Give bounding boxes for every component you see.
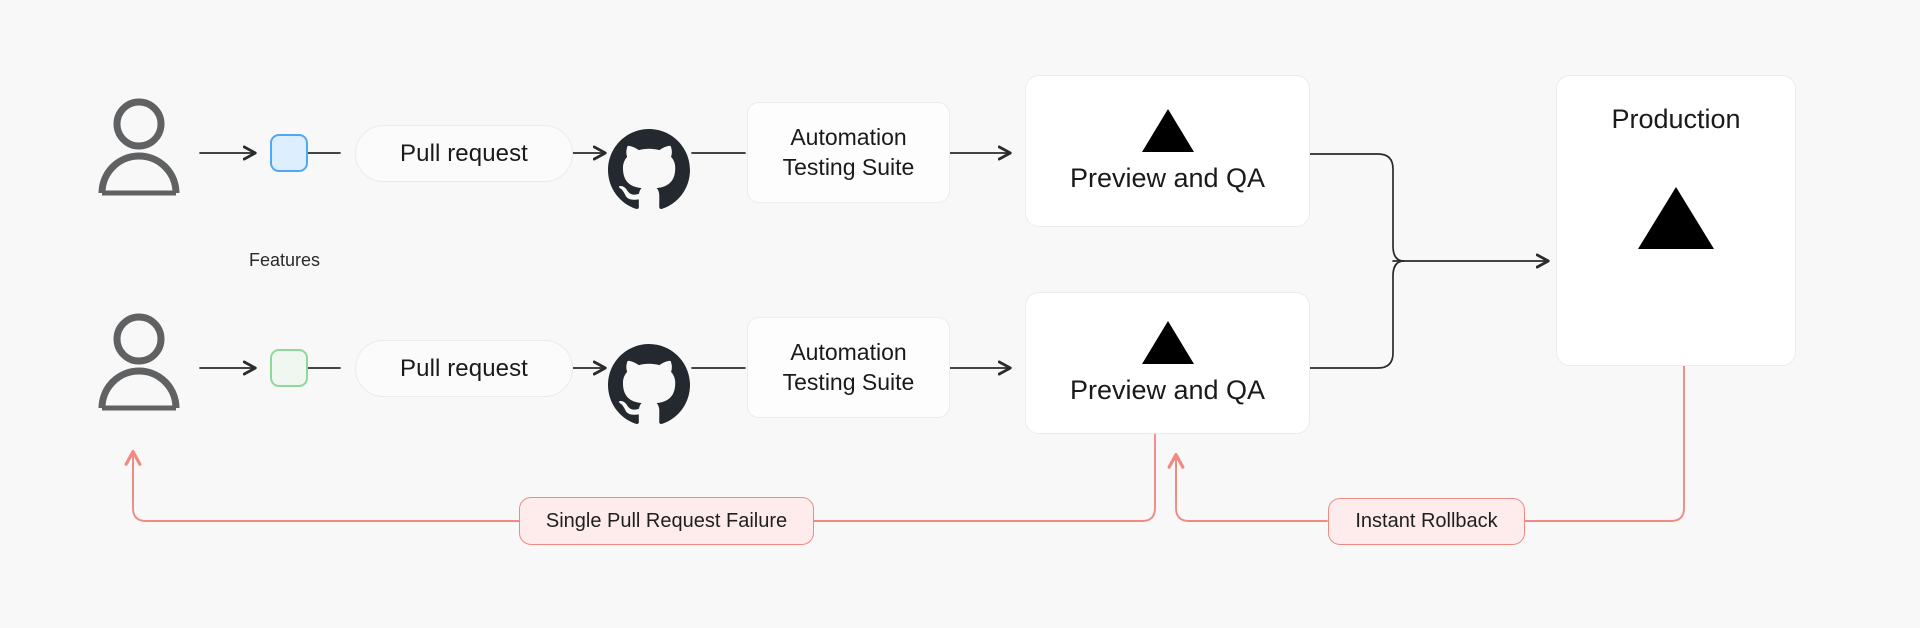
automation-line-2: Testing Suite [782,368,915,395]
wire-rollback-to-preview2 [1175,454,1328,522]
preview-and-qa-label: Preview and QA [1069,162,1266,193]
automation-line-1: Automation [790,339,907,366]
automation-testing-suite-card-row-1[interactable]: Automation Testing Suite [747,102,950,203]
production-card[interactable]: Production [1556,75,1796,366]
automation-line-1: Automation [790,124,907,151]
github-icon-row-1[interactable] [608,129,690,211]
status-chip-row-2[interactable] [270,349,308,387]
instant-rollback-label: Instant Rollback [1355,510,1498,532]
production-title: Production [1611,104,1741,134]
preview-and-qa-card-row-2[interactable]: Preview and QA [1025,292,1310,434]
instant-rollback-pill[interactable]: Instant Rollback [1328,498,1525,545]
preview-and-qa-card-row-1[interactable]: Preview and QA [1025,75,1310,227]
automation-testing-suite-card-row-2[interactable]: Automation Testing Suite [747,317,950,418]
features-label: Features [249,250,321,270]
automation-line-2: Testing Suite [782,153,915,180]
vercel-triangle-icon [1637,185,1715,251]
pull-request-label: Pull request [400,354,528,382]
wire-failure-feedback-left [132,451,520,522]
preview-and-qa-label: Preview and QA [1069,374,1266,405]
wire-preview1-to-production [1309,153,1405,262]
vercel-triangle-icon [1141,319,1195,365]
pull-request-label: Pull request [400,139,528,167]
pull-request-pill-row-2[interactable]: Pull request [355,340,573,397]
user-icon-row-1 [98,98,180,196]
single-pull-request-failure-label: Single Pull Request Failure [545,509,788,532]
wire-preview2-to-production [1309,260,1405,369]
pull-request-pill-row-1[interactable]: Pull request [355,125,573,182]
user-icon-row-2 [98,313,180,411]
single-pull-request-failure-pill[interactable]: Single Pull Request Failure [519,497,814,545]
vercel-triangle-icon [1141,107,1195,153]
wire-failure-feedback-right [812,433,1156,522]
status-chip-row-1[interactable] [270,134,308,172]
github-icon-row-2[interactable] [608,344,690,426]
